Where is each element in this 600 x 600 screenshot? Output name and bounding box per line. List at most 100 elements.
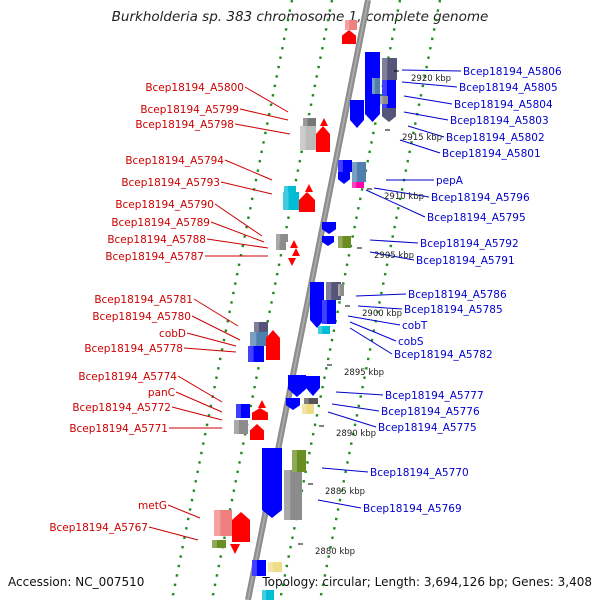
- scale-tick-label: 2885 kbp: [325, 487, 365, 497]
- gene-box: [276, 234, 288, 242]
- right-gene-label: Bcep18194_A5785: [404, 304, 503, 316]
- leader-line-right: [349, 321, 397, 342]
- leader-line-right: [327, 411, 377, 428]
- gene-shine: [326, 282, 332, 300]
- gene-arrow-down: [350, 100, 364, 128]
- right-gene-label: cobT: [402, 320, 428, 332]
- left-gene-label: Bcep18194_A5780: [92, 311, 191, 323]
- scale-tick-label: 2920 kbp: [411, 74, 451, 84]
- leader-line-right: [349, 327, 393, 355]
- gene-box: [352, 162, 366, 182]
- gene-shine: [318, 326, 323, 334]
- gene-marker: [230, 544, 240, 554]
- scale-tick-label: 2910 kbp: [384, 192, 424, 202]
- gene-box: [252, 560, 266, 576]
- left-gene-label: Bcep18194_A5771: [69, 423, 168, 435]
- gene-shine: [338, 236, 343, 248]
- leader-line-right: [407, 125, 445, 138]
- label-leader-lines: [148, 69, 462, 541]
- gene-shine: [262, 590, 267, 600]
- left-gene-label: Bcep18194_A5772: [72, 402, 171, 414]
- gene-box: [283, 192, 299, 210]
- gene-box: [372, 78, 380, 94]
- gene-arrow-down: [286, 398, 300, 410]
- leader-line-right: [401, 81, 458, 88]
- left-gene-label: Bcep18194_A5778: [84, 343, 183, 355]
- gene-box: [262, 590, 274, 600]
- gene-marker: [320, 118, 328, 126]
- leader-line-right: [335, 391, 384, 396]
- right-gene-label: Bcep18194_A5803: [450, 115, 549, 127]
- leader-line-right: [317, 499, 362, 509]
- scale-tick-label: 2900 kbp: [362, 309, 402, 319]
- leader-line-left: [234, 123, 291, 135]
- gene-marker: [292, 248, 300, 256]
- gene-box: [352, 182, 364, 188]
- gene-box: [292, 450, 306, 472]
- gene-marker: [305, 184, 313, 192]
- guide-line: [318, 0, 442, 600]
- gene-box: [345, 20, 357, 30]
- gene-shine: [382, 58, 388, 80]
- gene-marker: [290, 240, 298, 248]
- left-gene-label: Bcep18194_A5767: [49, 522, 148, 534]
- gene-arrow-down: [310, 282, 324, 328]
- right-gene-label: Bcep18194_A5776: [381, 406, 480, 418]
- right-gene-label: Bcep18194_A5777: [385, 390, 484, 402]
- scale-tick-label: 2890 kbp: [336, 429, 376, 439]
- gene-arrow-down: [382, 108, 396, 122]
- gene-shine: [284, 470, 291, 520]
- leader-line-right: [401, 69, 462, 72]
- leader-line-right: [347, 315, 401, 326]
- left-gene-label: Bcep18194_A5781: [94, 294, 193, 306]
- leader-line-left: [183, 347, 237, 353]
- gene-box: [284, 186, 296, 192]
- leader-line-left: [214, 203, 263, 237]
- left-gene-label: metG: [138, 500, 167, 512]
- left-gene-label: Bcep18194_A5800: [145, 82, 244, 94]
- leader-line-right: [321, 467, 369, 473]
- gene-arrow-down: [338, 172, 350, 184]
- gene-shine: [214, 510, 221, 536]
- leader-line-right: [399, 139, 441, 154]
- leader-line-left: [167, 504, 201, 519]
- gene-box: [250, 332, 268, 346]
- right-gene-label: Bcep18194_A5805: [459, 82, 558, 94]
- gene-box: [380, 96, 388, 104]
- gene-box: [234, 420, 248, 434]
- leader-line-right: [403, 111, 449, 121]
- gene-box: [302, 404, 314, 414]
- scale-tick-label: 2895 kbp: [344, 368, 384, 378]
- leader-line-left: [191, 315, 241, 341]
- scale-tick-label: 2905 kbp: [374, 251, 414, 261]
- leader-line-right: [373, 187, 430, 198]
- leader-line-left: [206, 238, 269, 249]
- left-gene-label: Bcep18194_A5788: [107, 234, 206, 246]
- gene-shine: [352, 182, 357, 188]
- leader-line-left: [177, 375, 223, 403]
- right-gene-label: Bcep18194_A5796: [431, 192, 530, 204]
- right-gene-label: cobS: [398, 336, 424, 348]
- page-title: Burkholderia sp. 383 chromosome 1, compl…: [111, 9, 489, 25]
- genome-summary: Topology: circular; Length: 3,694,126 bp…: [262, 575, 592, 589]
- gene-shine: [338, 160, 343, 172]
- gene-box: [322, 300, 336, 324]
- gene-box: [236, 404, 250, 418]
- right-gene-label: pepA: [436, 175, 464, 187]
- gene-box: [338, 284, 344, 296]
- gene-arrow-down: [322, 236, 334, 246]
- gene-arrow-up: [342, 30, 356, 44]
- gene-box: [300, 126, 316, 150]
- gene-box: [268, 562, 282, 572]
- gene-shine: [303, 118, 308, 126]
- guide-line: [210, 0, 334, 600]
- gene-shine: [380, 96, 383, 104]
- right-gene-label: Bcep18194_A5786: [408, 289, 507, 301]
- gene-arrow-up: [250, 424, 264, 440]
- leader-line-left: [171, 406, 223, 421]
- gene-box: [338, 160, 352, 172]
- gene-shine: [338, 284, 341, 296]
- leader-line-right: [369, 251, 415, 261]
